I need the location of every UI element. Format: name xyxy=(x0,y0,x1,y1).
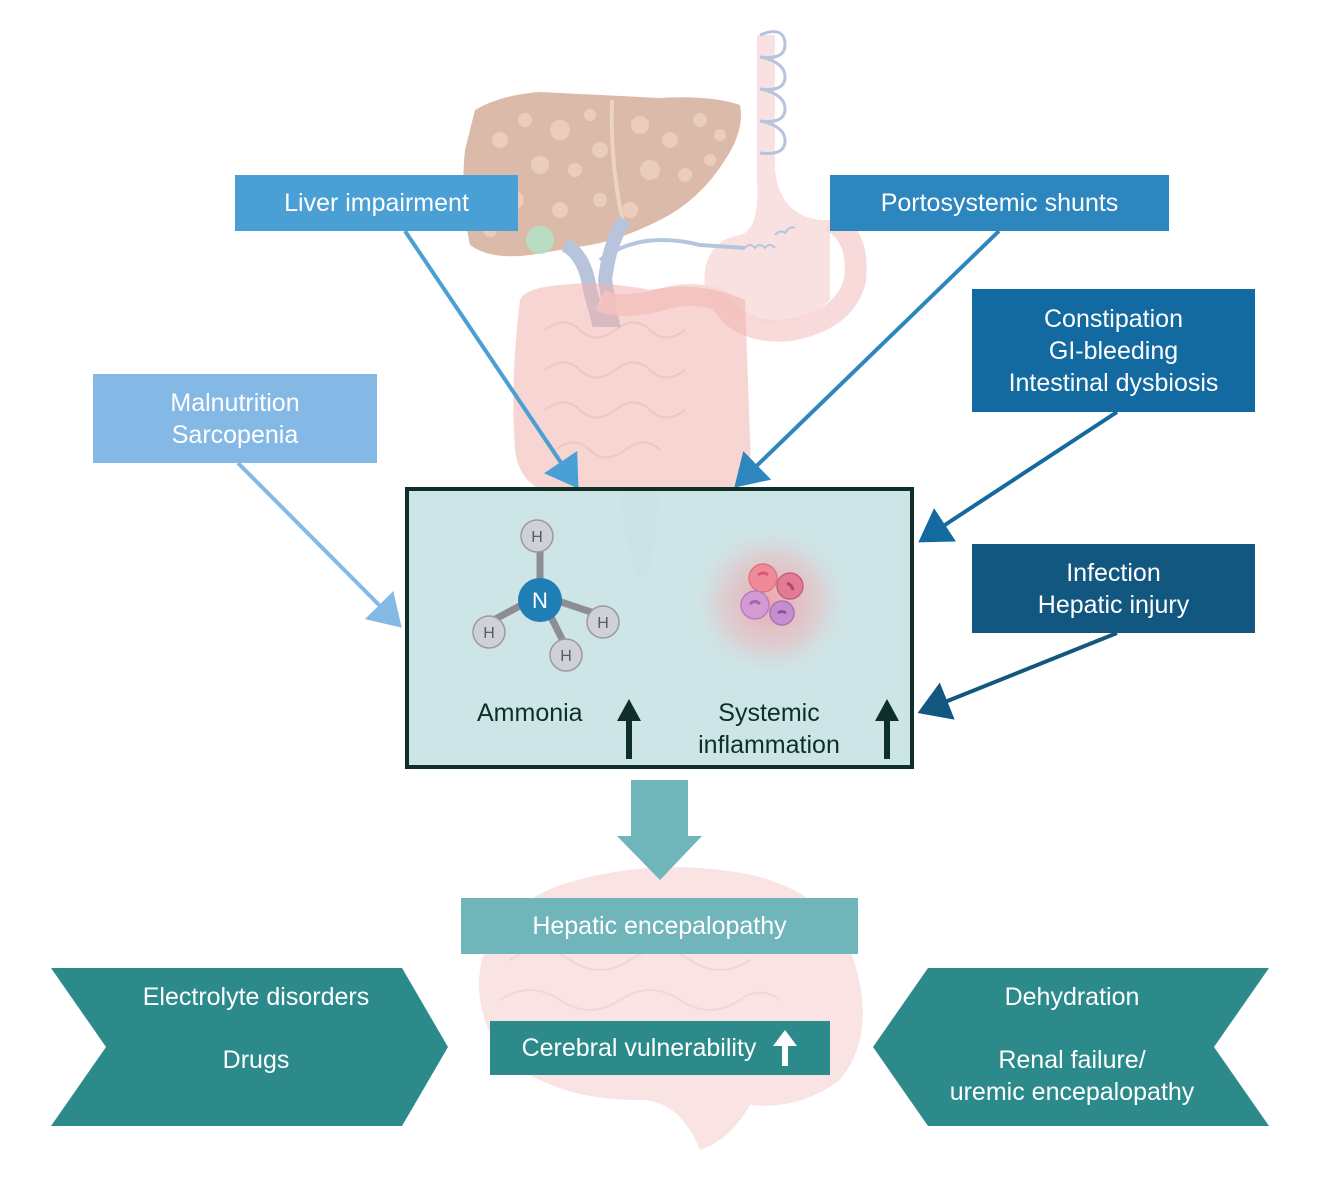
ammonia-inflammation-panel: H H H H N Ammonia xyxy=(405,487,914,769)
nitrogen-atom-label: N xyxy=(532,588,548,613)
ammonia-increase-arrow-icon xyxy=(617,699,641,759)
inflammatory-cells-icon xyxy=(689,524,853,680)
hydrogen-atom-label: H xyxy=(560,648,572,665)
infection-label: Infection xyxy=(1066,558,1161,587)
dehydration-label: Dehydration xyxy=(1004,983,1140,1011)
ammonia-label: Ammonia xyxy=(477,699,583,727)
liver-impairment-label: Liver impairment xyxy=(284,189,469,217)
systemic-label: Systemic xyxy=(718,699,820,727)
hepatic-encephalopathy-box: Hepatic encepalopathy xyxy=(461,898,858,954)
gi-bleeding-label: GI-bleeding xyxy=(1048,336,1179,365)
hydrogen-atom-label: H xyxy=(531,529,543,546)
center-illustrations: H H H H N xyxy=(472,519,899,759)
hydrogen-atom-label: H xyxy=(483,625,495,642)
gi-to-center-arrow xyxy=(918,410,1119,543)
liver-impairment-box: Liver impairment xyxy=(235,175,518,231)
left-chevron-shape xyxy=(51,968,448,1126)
inflammation-label: inflammation xyxy=(698,731,840,759)
hepatic-injury-label: Hepatic injury xyxy=(1037,590,1190,619)
malnutrition-to-center-arrow xyxy=(236,461,402,628)
malnutrition-box: Malnutrition Sarcopenia xyxy=(93,374,377,463)
cerebral-vulnerability-box: Cerebral vulnerability xyxy=(490,1021,830,1075)
electrolyte-disorders-label: Electrolyte disorders xyxy=(142,983,370,1011)
constipation-label: Constipation xyxy=(1044,304,1183,333)
ammonia-molecule-icon: H H H H N xyxy=(472,519,620,672)
drugs-label: Drugs xyxy=(222,1046,290,1074)
gi-factors-box: Constipation GI-bleeding Intestinal dysb… xyxy=(972,289,1255,412)
cirrhotic-liver-illustration xyxy=(463,92,741,327)
cerebral-vulnerability-increase-arrow-icon xyxy=(773,1030,798,1066)
renal-failure-label: Renal failure/ xyxy=(998,1046,1146,1074)
cerebral-vulnerability-label: Cerebral vulnerability xyxy=(521,1034,757,1062)
sarcopenia-label: Sarcopenia xyxy=(171,420,299,449)
infection-to-center-arrow xyxy=(917,631,1118,720)
shunt-to-center-arrow xyxy=(734,229,1001,488)
systemic-inflammation-label: Systemic inflammation xyxy=(679,697,859,761)
uremic-encephalopathy-label: uremic encepalopathy xyxy=(949,1078,1195,1106)
hydrogen-atom-label: H xyxy=(597,615,609,632)
portosystemic-shunts-label: Portosystemic shunts xyxy=(880,189,1119,217)
malnutrition-label: Malnutrition xyxy=(170,388,300,417)
infection-box: Infection Hepatic injury xyxy=(972,544,1255,633)
portosystemic-shunts-box: Portosystemic shunts xyxy=(830,175,1169,231)
intestinal-dysbiosis-label: Intestinal dysbiosis xyxy=(1008,368,1219,397)
center-to-he-arrow xyxy=(617,780,702,880)
inflammation-increase-arrow-icon xyxy=(875,699,899,759)
liver-to-center-arrow xyxy=(403,229,579,489)
right-chevron-shape xyxy=(873,968,1269,1126)
hepatic-encephalopathy-label: Hepatic encepalopathy xyxy=(532,912,787,940)
